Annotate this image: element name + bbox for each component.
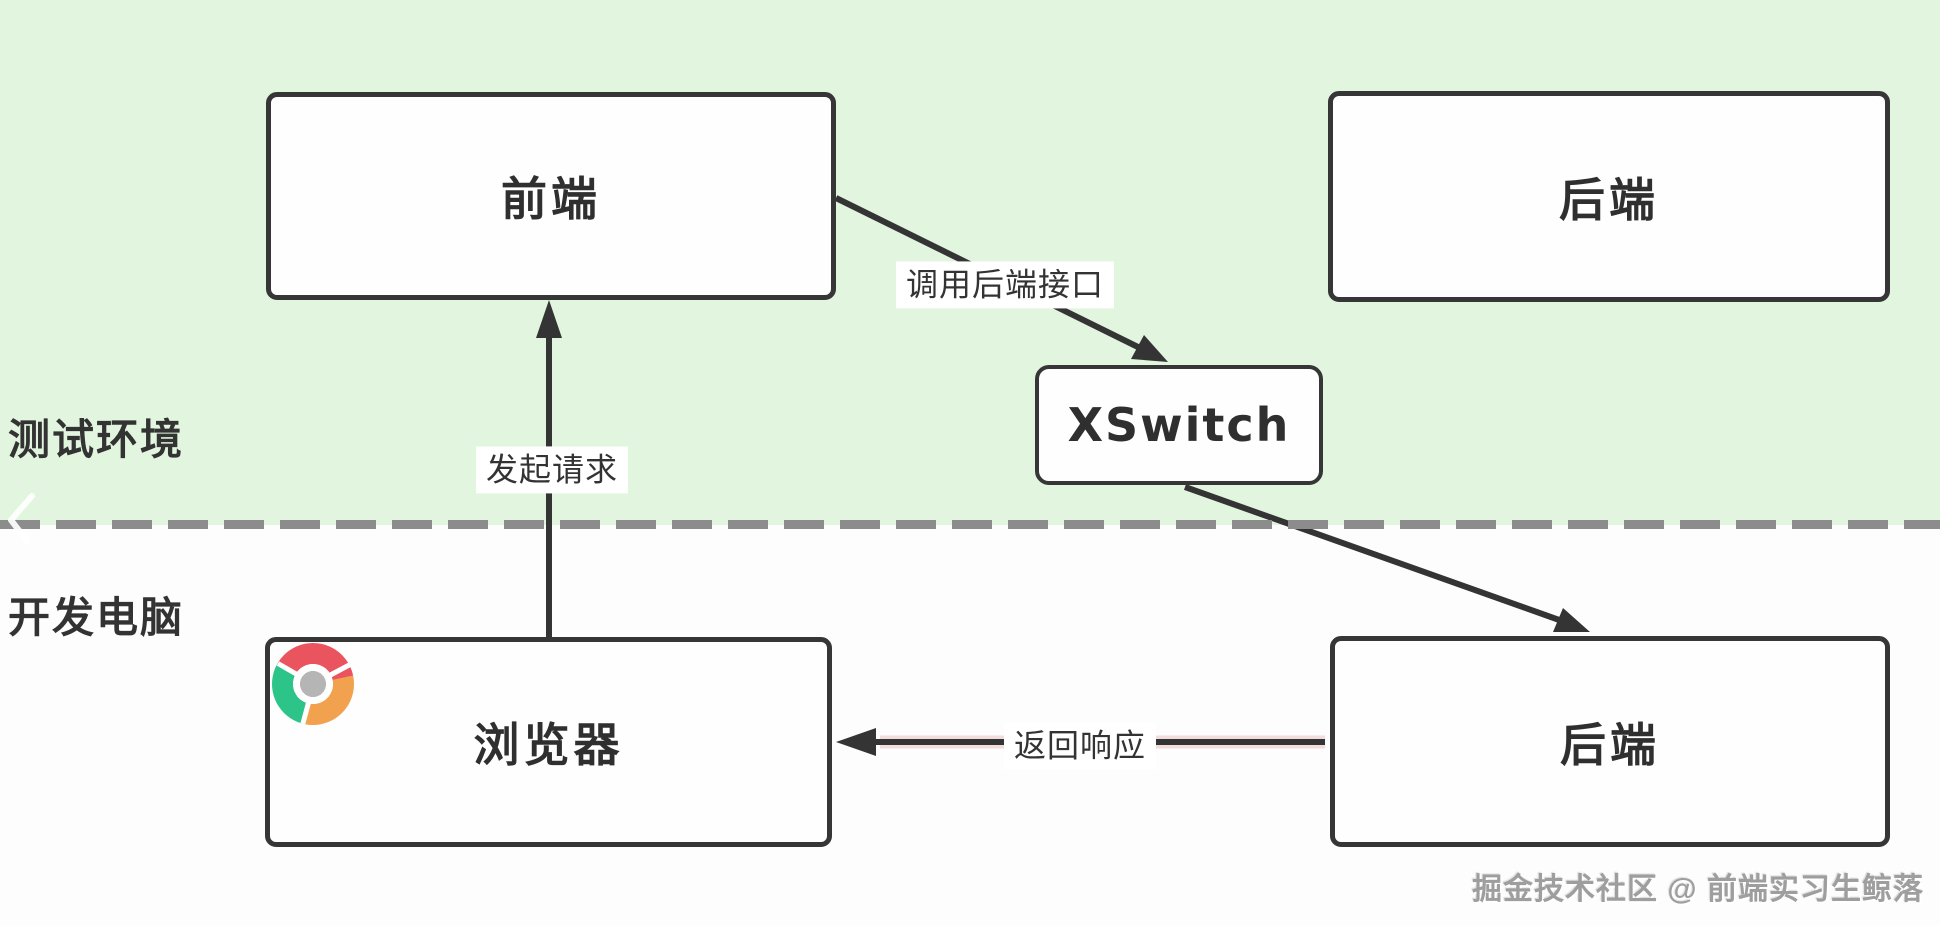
node-xswitch-label: XSwitch bbox=[1067, 398, 1291, 452]
chevron-left-icon[interactable] bbox=[0, 480, 50, 560]
edge-label-call-api: 调用后端接口 bbox=[895, 261, 1115, 309]
chrome-icon-hub bbox=[293, 664, 333, 704]
edge-label-request: 发起请求 bbox=[475, 446, 629, 494]
zone-label-dev-computer: 开发电脑 bbox=[8, 594, 185, 641]
edge-label-response: 返回响应 bbox=[1003, 722, 1157, 770]
chrome-browser-icon bbox=[272, 643, 354, 725]
node-backend-dev-label: 后端 bbox=[1560, 718, 1660, 771]
node-backend-dev: 后端 bbox=[1330, 636, 1890, 847]
node-frontend-label: 前端 bbox=[501, 173, 601, 225]
watermark-text: 掘金技术社区 @ 前端实习生鲸落 bbox=[1472, 873, 1924, 906]
zone-divider-dashed-line bbox=[0, 520, 1940, 529]
node-browser-label: 浏览器 bbox=[473, 719, 624, 771]
node-xswitch: XSwitch bbox=[1035, 365, 1323, 485]
node-backend-test-label: 后端 bbox=[1559, 173, 1659, 226]
node-frontend: 前端 bbox=[266, 92, 836, 300]
node-browser: 浏览器 bbox=[265, 637, 832, 847]
zone-label-test-environment: 测试环境 bbox=[8, 416, 185, 463]
node-backend-test: 后端 bbox=[1328, 91, 1890, 302]
